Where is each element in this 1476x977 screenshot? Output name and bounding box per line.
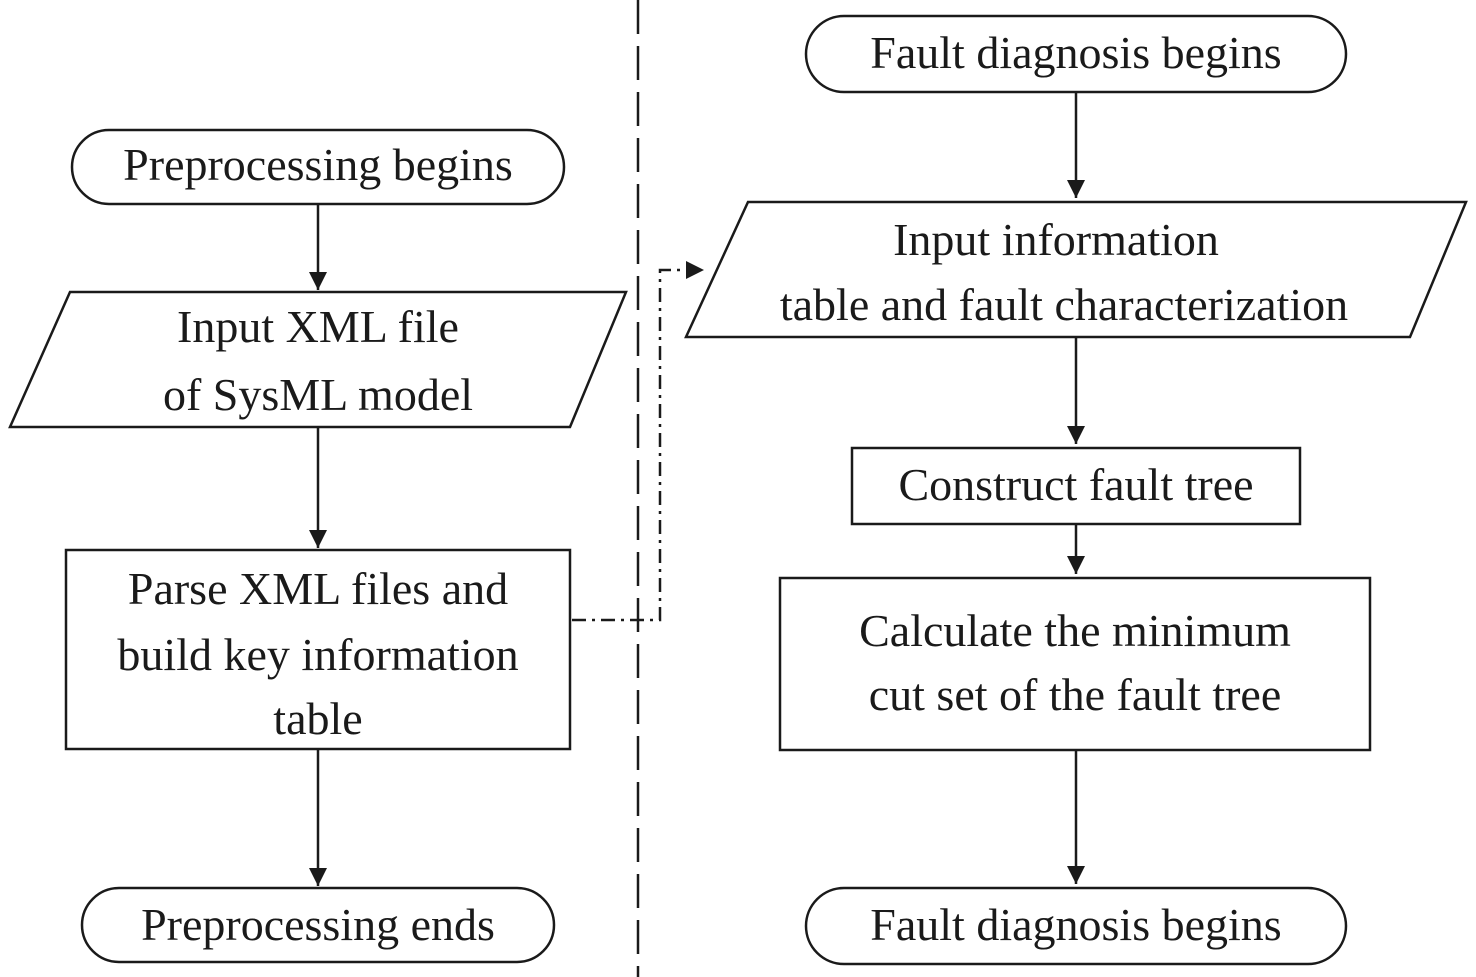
parse-label-line1: Parse XML files and: [128, 563, 508, 614]
preprocessing-end-label: Preprocessing ends: [141, 899, 495, 950]
parse-label-line2: build key information: [117, 629, 518, 680]
calculate-cut-set-node: Calculate the minimum cut set of the fau…: [778, 576, 1372, 752]
input-xml-label-line2: of SysML model: [163, 369, 473, 420]
preprocessing-start-node: Preprocessing begins: [70, 128, 566, 206]
diagnosis-end-label: Fault diagnosis begins: [870, 899, 1281, 950]
input-information-label-line2: table and fault characterization: [780, 279, 1348, 330]
parse-xml-node: Parse XML files and build key informatio…: [64, 548, 572, 751]
calculate-label-line2: cut set of the fault tree: [869, 669, 1282, 720]
parse-label-line3: table: [273, 693, 362, 744]
input-information-node: Input information table and fault charac…: [684, 200, 1468, 339]
construct-fault-tree-node: Construct fault tree: [850, 446, 1302, 526]
diagnosis-start-label: Fault diagnosis begins: [870, 27, 1281, 78]
input-information-label-line1: Input information: [893, 214, 1219, 265]
preprocessing-end-node: Preprocessing ends: [80, 886, 556, 964]
calculate-label-line1: Calculate the minimum: [859, 605, 1291, 656]
diagnosis-start-node: Fault diagnosis begins: [804, 14, 1348, 94]
input-xml-node: Input XML file of SysML model: [8, 290, 628, 429]
preprocessing-start-label: Preprocessing begins: [123, 139, 513, 190]
diagnosis-end-node: Fault diagnosis begins: [804, 886, 1348, 966]
input-xml-label-line1: Input XML file: [177, 301, 459, 352]
construct-fault-tree-label: Construct fault tree: [898, 459, 1253, 510]
connector-table-to-diagnosis: [572, 261, 704, 622]
